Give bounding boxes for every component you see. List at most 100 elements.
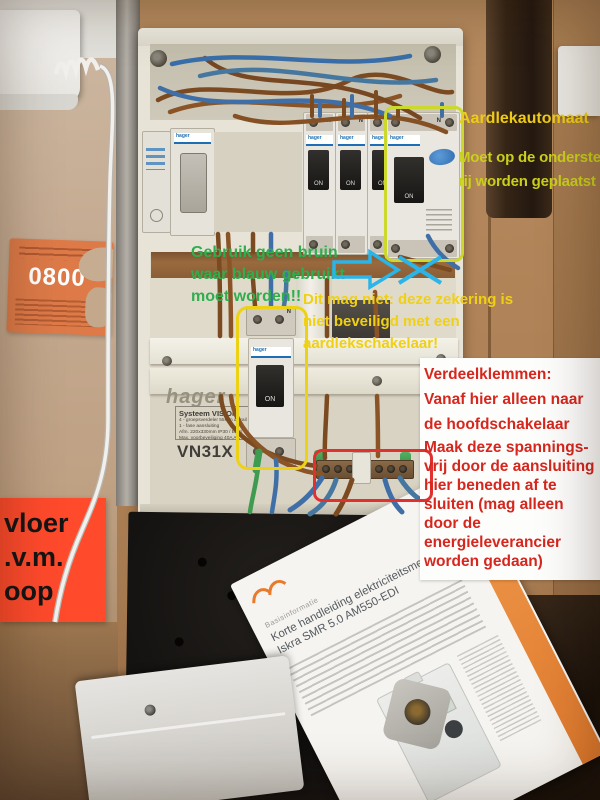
terminal-screw <box>391 244 400 253</box>
terminal-screw <box>445 118 454 127</box>
terminal-screw <box>309 240 318 249</box>
rail-lower <box>150 368 458 394</box>
terminal-screw <box>341 118 350 127</box>
bottom-row-annotation: Moet op de onderste rij worden geplaatst <box>458 149 600 190</box>
rcd-highlight-box <box>384 106 464 262</box>
blue-arrow-icon <box>332 248 402 291</box>
brand-label: hager <box>251 347 291 358</box>
bell-transformer <box>142 131 171 233</box>
brand-label: hager <box>388 135 420 146</box>
terminal-screw <box>275 447 284 456</box>
cable-strain-relief <box>53 57 101 81</box>
terminal-screw <box>387 465 395 473</box>
terminal: N <box>246 306 296 336</box>
disconnect-annotation: Maak deze spannings- vrij door de aanslu… <box>424 439 595 570</box>
terminal-clip <box>352 452 371 484</box>
brown-wire <box>215 231 223 339</box>
rcd-toggle: ON <box>394 157 424 203</box>
rail-upper <box>150 338 458 364</box>
on-label: ON <box>264 396 276 403</box>
brown-wire <box>232 113 449 135</box>
breaker-body: hager ON <box>248 338 294 438</box>
rcd-fine-print <box>426 209 452 231</box>
meter-manual-leaflet: Basisinformatie Korte handleiding elektr… <box>230 466 600 800</box>
blue-wire <box>169 53 413 67</box>
aardlek-annotation: Aardlekautomaat <box>459 110 589 127</box>
terminal <box>338 236 365 253</box>
blue-wire <box>197 67 439 85</box>
label-stripes <box>146 148 165 170</box>
x-mark-icon <box>397 255 443 285</box>
fusebox-top-lid <box>138 28 463 46</box>
brown-wire <box>228 393 325 477</box>
klemmen-highlight-box <box>313 449 433 502</box>
red-notes-background <box>420 358 600 580</box>
terminal-screw <box>375 465 383 473</box>
terminal-screw <box>334 465 342 473</box>
blue-wire <box>425 233 461 271</box>
wall-switch <box>558 46 600 116</box>
plank-seam <box>488 0 491 620</box>
blue-wire <box>157 85 393 119</box>
dark-wood-post <box>486 0 552 218</box>
rail-screw <box>372 376 382 386</box>
brown-wire <box>167 93 403 115</box>
breaker-toggle: ON <box>340 150 361 190</box>
energy-company-logo <box>252 580 287 604</box>
blue-wire <box>287 475 325 513</box>
brown-wire <box>250 277 258 309</box>
terminal <box>306 236 333 253</box>
distribution-annotation: Verdeelklemmen: Vanaf hier alleen naar d… <box>424 366 584 433</box>
doorbell-device <box>0 10 80 110</box>
mounting-screw <box>424 46 441 63</box>
brand-label: hager <box>338 135 365 146</box>
brand-label: hager <box>306 135 333 146</box>
rcd-aardlekautomaat: N hager ON <box>385 112 460 259</box>
breaker-toggle: ON <box>308 150 329 190</box>
main-switch: hager <box>170 128 215 236</box>
circuit-breaker: N hager ON <box>303 112 336 255</box>
breaker-toggle: ON <box>256 365 284 407</box>
blue-wire <box>269 457 279 515</box>
unprotected-fuse-annotation: Dit mag niet: deze zekering is niet beve… <box>303 291 514 352</box>
brown-wire <box>372 289 380 339</box>
hager-logo: hager <box>166 386 226 408</box>
brown-wire <box>225 231 234 339</box>
terminal-screw <box>373 240 382 249</box>
neutral-label: N <box>286 309 291 315</box>
brand-label: hager <box>370 135 397 146</box>
circuit-breaker: N hager ON <box>335 112 368 255</box>
on-label: ON <box>378 181 387 187</box>
neutral-label: N <box>436 118 441 124</box>
model-number: VN31X <box>177 442 234 461</box>
terminal-screw <box>373 118 382 127</box>
on-label: ON <box>314 181 323 187</box>
fusebox-label: hager Systeem VISION 4 - groepsverdeler … <box>163 386 291 472</box>
din-backplate <box>214 132 302 232</box>
terminal-screw <box>275 315 284 324</box>
on-label: ON <box>346 181 355 187</box>
breaker-highlight-box <box>236 306 308 470</box>
terminal-screw <box>399 465 407 473</box>
terminal-screw <box>253 315 262 324</box>
white-cable <box>53 64 115 623</box>
terminal-screw <box>391 118 400 127</box>
rail-screw <box>162 356 172 366</box>
wire-color-annotation: Gebruik geen bruin waar blauw gebruikt m… <box>191 244 345 305</box>
terminal-screw <box>346 465 354 473</box>
on-label: ON <box>404 194 414 200</box>
conduit-pipe <box>116 0 140 506</box>
mounting-screw <box>150 50 167 67</box>
unprotected-breaker: N hager ON <box>240 306 300 468</box>
system-name: Systeem VISION <box>179 409 238 418</box>
terminal-screw <box>341 240 350 249</box>
green-wire <box>247 465 261 515</box>
doorbell-lip <box>0 94 78 110</box>
brand-label: hager <box>174 133 211 144</box>
bell-icon <box>150 209 163 222</box>
neutral-label: N <box>358 118 363 124</box>
blue-wire <box>281 269 289 309</box>
